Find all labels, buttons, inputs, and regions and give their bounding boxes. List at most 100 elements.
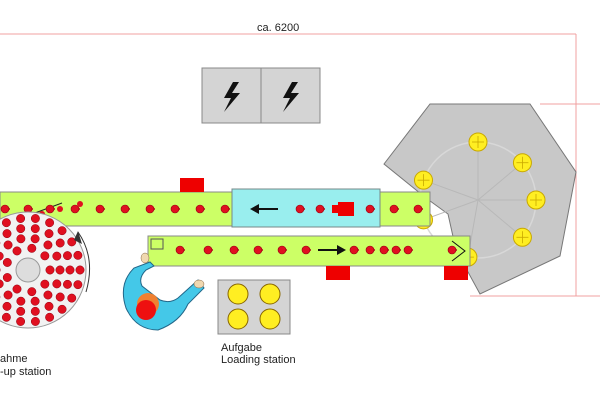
item <box>57 304 67 314</box>
item <box>301 245 311 255</box>
item <box>379 245 389 255</box>
item <box>63 279 72 289</box>
item <box>30 306 40 316</box>
item <box>389 204 399 214</box>
item <box>16 214 26 223</box>
item <box>403 245 413 255</box>
item <box>57 226 67 236</box>
item <box>447 245 457 255</box>
red-gripper <box>332 202 354 216</box>
chevron-right-icon <box>451 240 466 262</box>
item <box>315 204 325 214</box>
item <box>30 296 40 306</box>
item <box>43 290 53 300</box>
item <box>277 245 287 255</box>
item <box>30 317 40 326</box>
item <box>63 251 72 261</box>
item <box>52 251 62 261</box>
rotation-arrow-icon <box>77 231 91 293</box>
takeup-station-label-de: ahme <box>0 353 28 365</box>
item <box>40 279 50 289</box>
dimension-label: ca. 6200 <box>257 22 300 34</box>
item <box>30 214 40 223</box>
item <box>45 265 55 275</box>
item <box>44 301 54 311</box>
item <box>67 237 77 247</box>
item <box>16 234 26 244</box>
loading-station-box <box>217 279 291 335</box>
item <box>175 245 185 255</box>
item <box>203 245 213 255</box>
item <box>77 201 83 207</box>
item <box>16 317 26 326</box>
item <box>2 273 12 282</box>
item <box>391 245 401 255</box>
item <box>0 279 4 289</box>
item <box>45 312 55 322</box>
item <box>44 229 54 239</box>
stoppers <box>180 178 468 280</box>
item <box>349 245 359 255</box>
item <box>45 204 55 214</box>
item <box>12 284 22 294</box>
item <box>16 306 26 316</box>
power-supply-box <box>201 67 321 124</box>
item <box>0 251 4 261</box>
item <box>1 218 11 228</box>
arrow-right-icon <box>318 245 346 255</box>
item <box>2 301 12 311</box>
item <box>40 251 50 261</box>
item <box>365 245 375 255</box>
item <box>67 293 77 303</box>
item <box>195 204 205 214</box>
item <box>57 206 63 212</box>
item <box>3 240 13 250</box>
rotary-table <box>383 103 577 295</box>
item <box>30 234 40 244</box>
item <box>2 229 12 239</box>
arrow-left-icon <box>250 204 278 214</box>
lightning-icon <box>283 82 299 112</box>
item <box>95 204 105 214</box>
item <box>295 204 305 214</box>
upper-conveyor <box>0 188 431 228</box>
loading-station-label-en: Loading station <box>221 354 296 366</box>
spool-items <box>0 214 85 326</box>
item <box>73 250 83 260</box>
spool-hub <box>15 257 41 283</box>
item <box>30 224 40 234</box>
item <box>43 240 53 250</box>
item <box>413 204 423 214</box>
item <box>16 224 26 234</box>
lightning-icon <box>224 82 240 112</box>
item <box>170 204 180 214</box>
item <box>73 280 83 290</box>
operator-figure <box>122 252 205 331</box>
item <box>365 204 375 214</box>
item <box>70 204 80 214</box>
item <box>1 312 11 322</box>
item <box>75 265 85 275</box>
item <box>65 265 75 275</box>
rotary-spokes <box>423 142 536 258</box>
item <box>12 246 22 256</box>
loading-station-label-de: Aufgabe <box>221 342 262 354</box>
takeup-spool <box>0 211 91 329</box>
takeup-station-label-en: -up station <box>0 366 52 378</box>
item <box>120 204 130 214</box>
dimension-line <box>0 33 600 297</box>
item <box>55 292 65 302</box>
item <box>55 238 65 248</box>
item <box>3 290 13 300</box>
item <box>220 204 230 214</box>
item <box>27 287 37 297</box>
item <box>55 265 65 275</box>
item <box>145 204 155 214</box>
lower-conveyor <box>147 235 471 267</box>
item <box>27 243 37 253</box>
item <box>52 279 62 289</box>
item <box>45 218 55 228</box>
item <box>2 258 12 267</box>
item <box>0 204 10 214</box>
